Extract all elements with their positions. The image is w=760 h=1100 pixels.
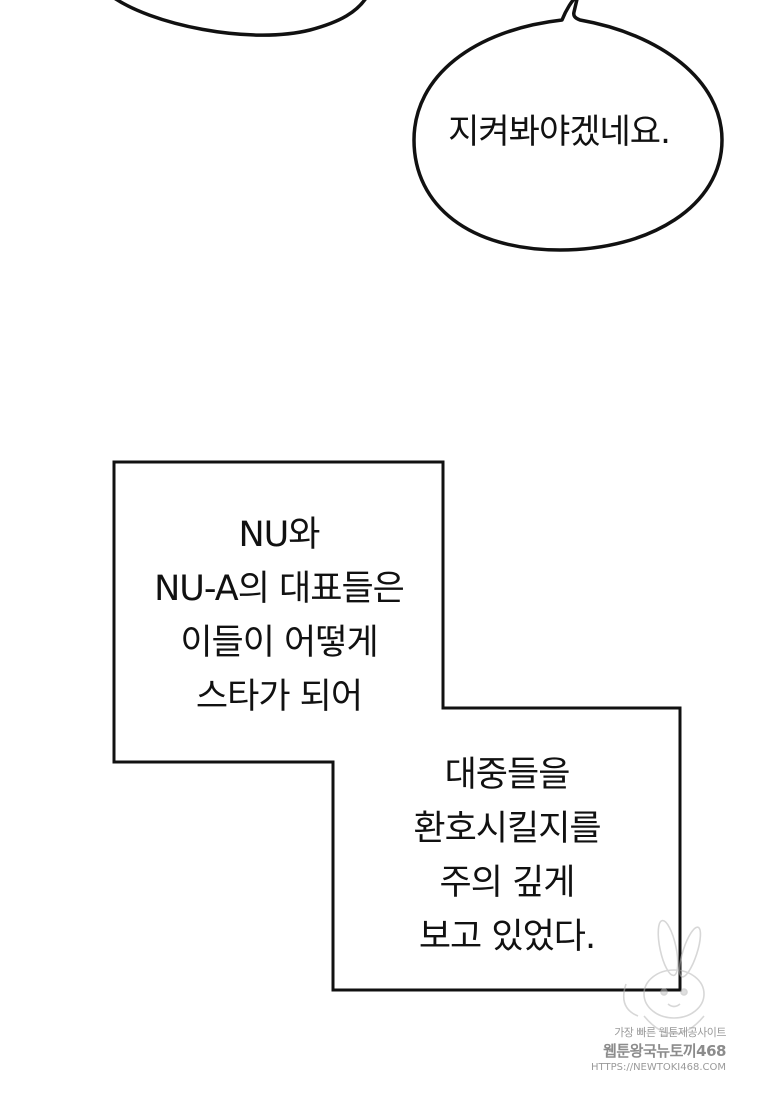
caption-text-upper: NU와 NU-A의 대표들은 이들이 어떻게 스타가 되어	[118, 508, 440, 724]
caption-line: 스타가 되어	[195, 677, 363, 717]
watermark-tagline: 가장 빠른 웹툰제공사이트	[614, 1026, 726, 1039]
caption-line: 보고 있었다.	[418, 917, 596, 957]
watermark-url: HTTPS://NEWTOKI468.COM	[591, 1062, 726, 1073]
speech-bubble-text: 지켜봐야겠네요.	[448, 112, 671, 152]
caption-line: 주의 깊게	[439, 863, 576, 903]
caption-box-outline	[112, 460, 682, 992]
partial-speech-bubble	[114, 0, 367, 37]
caption-text-lower: 대중들을 환호시킬지를 주의 깊게 보고 있었다.	[340, 748, 674, 964]
watermark-site-name: 웹툰왕국뉴토끼468	[603, 1042, 726, 1060]
speech-bubble-outline	[412, 0, 724, 252]
rabbit-mascot-icon	[622, 919, 705, 1035]
caption-line: 이들이 어떻게	[180, 623, 378, 663]
caption-line: 환호시킬지를	[413, 809, 601, 849]
caption-line: NU-A의 대표들은	[154, 569, 405, 609]
caption-line: 대중들을	[444, 755, 571, 795]
caption-line: NU와	[238, 515, 321, 555]
